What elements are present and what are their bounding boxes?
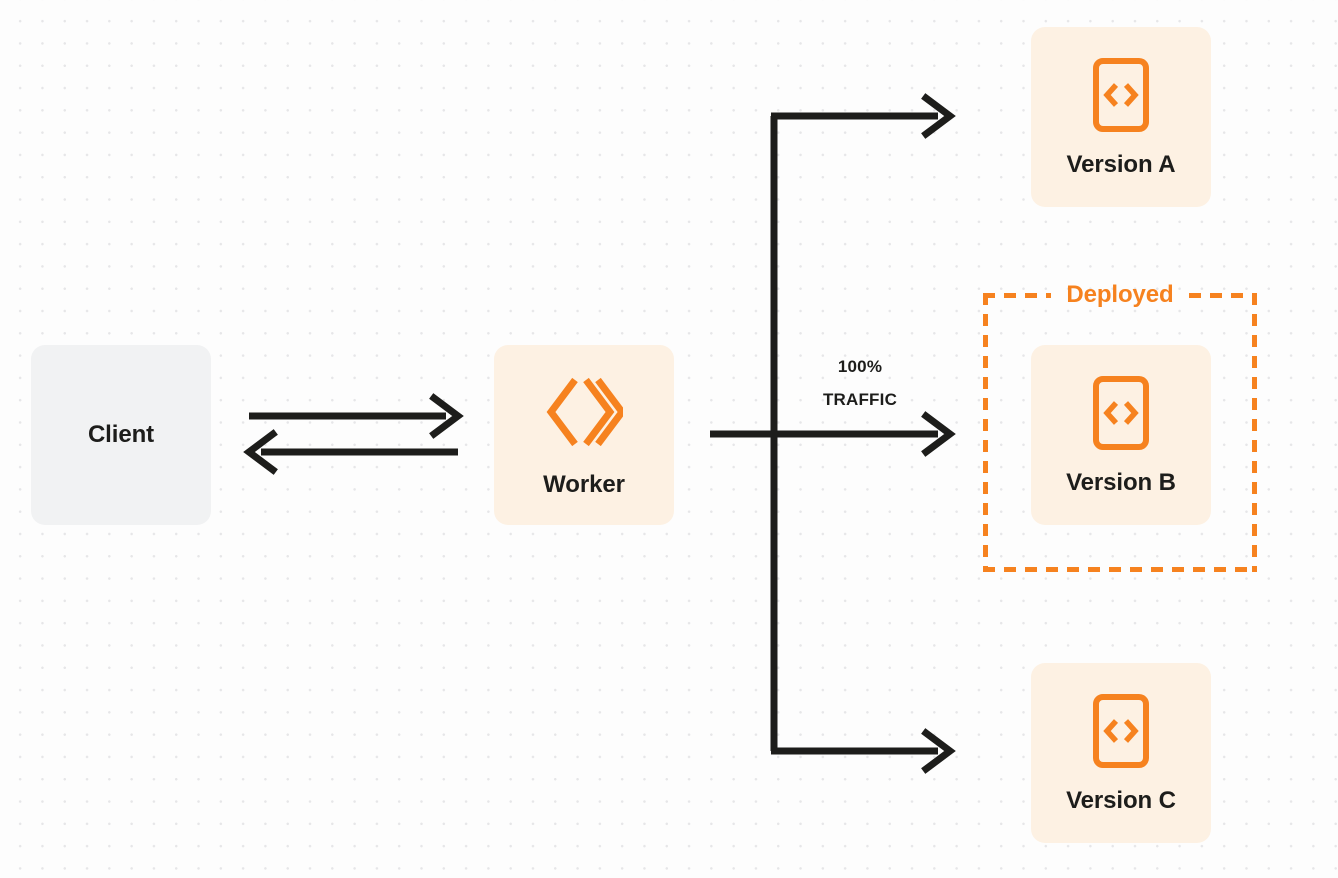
node-client-label: Client [87, 421, 155, 448]
node-version-c-label: Version C [1066, 786, 1176, 814]
edge-worker-to-client [243, 429, 458, 475]
traffic-percent: 100% [837, 357, 883, 376]
node-version-a[interactable]: Version A [1031, 27, 1211, 207]
code-icon [1093, 375, 1149, 455]
node-version-a-label: Version A [1066, 150, 1176, 178]
node-version-c[interactable]: Version C [1031, 663, 1211, 843]
code-icon [1093, 57, 1149, 137]
node-version-b[interactable]: Version B [1031, 345, 1211, 525]
traffic-label: 100% TRAFFIC [790, 350, 930, 416]
edge-client-to-worker [249, 393, 464, 439]
edge-worker-to-version-b [710, 411, 956, 457]
edge-bus-to-version-c [771, 728, 956, 774]
edge-bus-to-version-a [771, 93, 956, 139]
node-worker[interactable]: Worker [494, 345, 674, 525]
traffic-word: TRAFFIC [822, 390, 898, 410]
code-icon [1093, 693, 1149, 773]
node-worker-label: Worker [543, 470, 625, 498]
cloudflare-workers-logo-icon [545, 374, 627, 455]
node-version-b-label: Version B [1066, 468, 1176, 496]
node-client[interactable]: Client [31, 345, 211, 525]
